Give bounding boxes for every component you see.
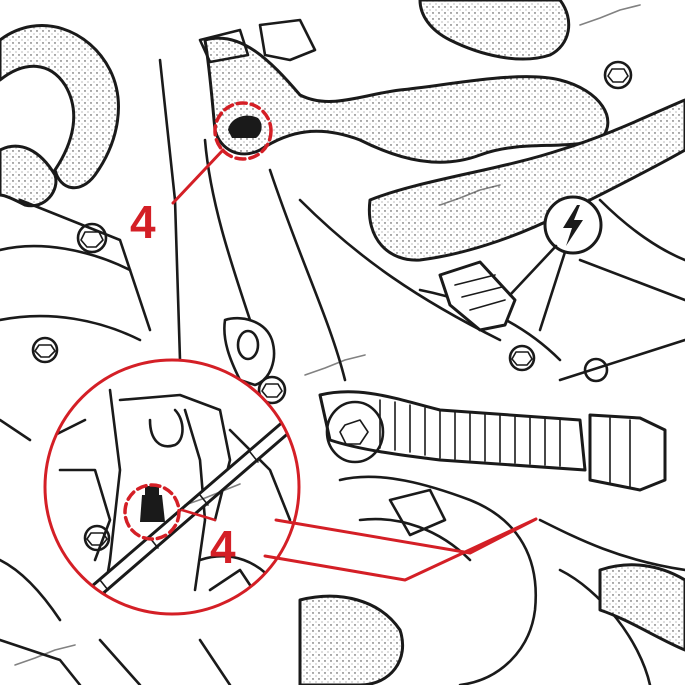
- lightning-bolt-icon: [508, 195, 603, 332]
- inset-magnifier: [43, 358, 538, 616]
- hose-clamp-connector: [258, 18, 317, 62]
- bolt-upper-right: [603, 60, 633, 90]
- diagonal-hose: [367, 98, 685, 262]
- sensor-connector: [438, 260, 517, 332]
- upper-callout-marker: [171, 101, 273, 205]
- upper-callout-label: 4: [130, 196, 156, 248]
- bolt-center: [257, 375, 287, 405]
- watermark-marks: [14, 4, 641, 666]
- bolt-right-mid: [583, 357, 609, 383]
- bolt-upper-left: [76, 222, 108, 254]
- left-lower-hose: [0, 144, 58, 208]
- inset-callout-label: 4: [210, 521, 236, 573]
- top-right-hose: [418, 0, 571, 61]
- bolt-sensor: [508, 344, 536, 372]
- wiring-harness: [318, 390, 667, 492]
- harness-clip: [140, 486, 165, 522]
- left-upper-hose: [0, 24, 120, 190]
- bolt-left-mid: [31, 336, 59, 364]
- upper-main-hose: [203, 36, 610, 164]
- bracket-plate: [223, 316, 276, 387]
- inset-bolt: [83, 524, 111, 552]
